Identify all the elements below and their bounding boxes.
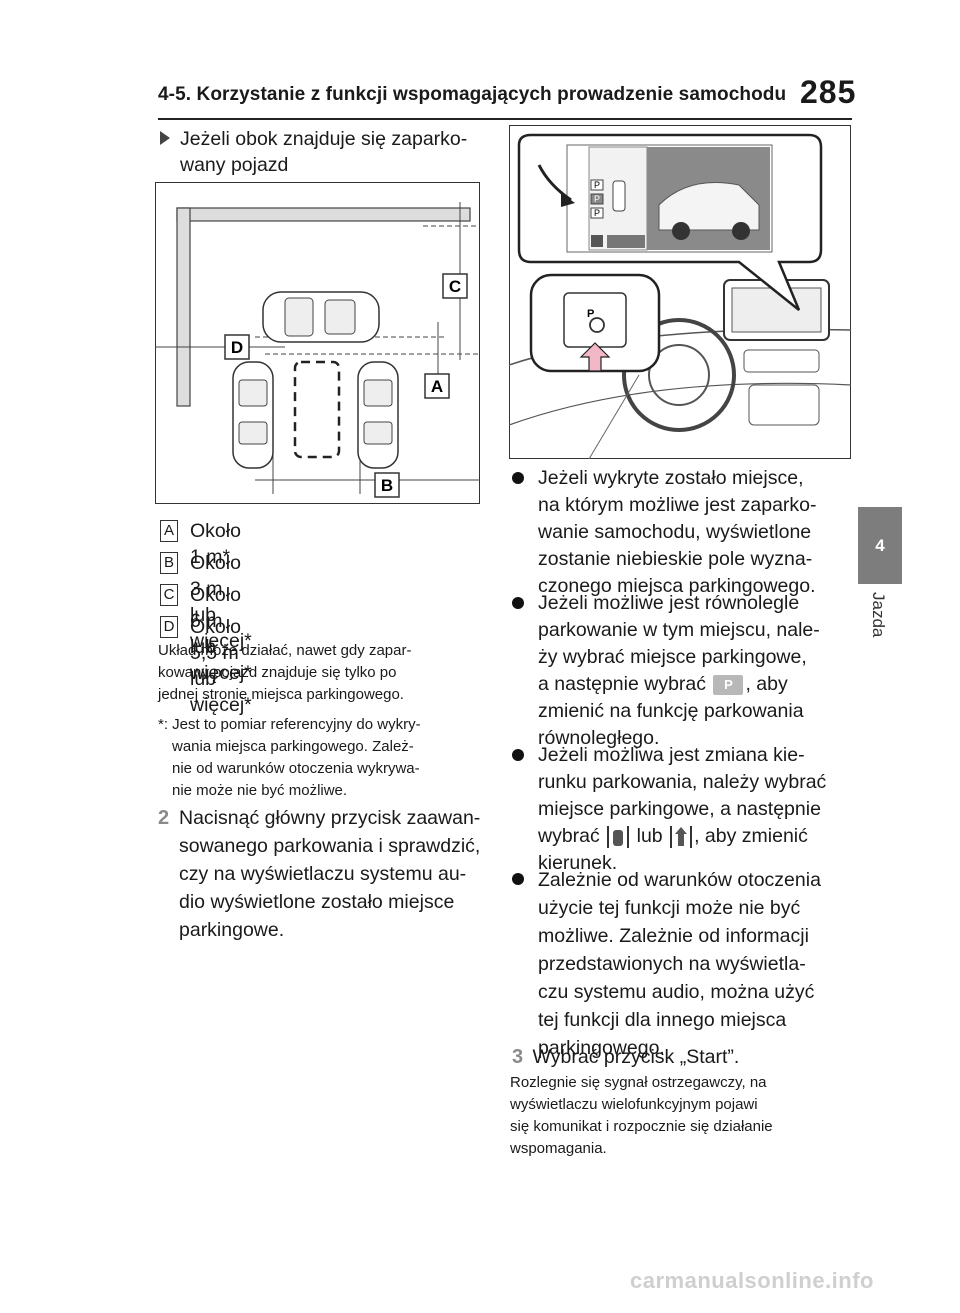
footnote: *: Jest to pomiar referencyjny do wykry-… [158, 716, 421, 799]
step-number: 3 [512, 1046, 524, 1068]
note-paragraph: Układ może działać, nawet gdy zapar- kow… [158, 642, 412, 703]
legend-key-b: B [160, 552, 178, 574]
header-rule [158, 118, 852, 120]
park-assist-button-label: P [587, 308, 594, 320]
bullet-dot-icon [512, 472, 524, 484]
watermark: carmanualsonline.info [630, 1268, 874, 1293]
parallel-parking-icon: P [713, 674, 744, 695]
final-note: Rozlegnie się sygnał ostrzegawczy, na wy… [510, 1074, 773, 1157]
parking-diagram: C A D B [155, 182, 480, 504]
bullet-3: Jeżeli możliwa jest zmiana kie- runku pa… [512, 742, 826, 877]
forward-parking-icon [607, 825, 630, 848]
page-number: 285 [800, 74, 857, 110]
step-3: 3 Wybrać przycisk „Start”. [512, 1046, 740, 1068]
parked-car-right [357, 361, 399, 469]
chapter-title: 4-5. Korzystanie z funkcji wspomagającyc… [158, 84, 787, 105]
legend-key-c: C [160, 584, 178, 606]
bullet-dot-icon [512, 749, 524, 761]
diagram-label-d: D [231, 338, 243, 357]
chapter-tab[interactable]: 4 [858, 507, 902, 584]
bullet-dot-icon [512, 873, 524, 885]
car-top-illustration [262, 291, 380, 343]
diagram-label-c: C [449, 277, 461, 296]
step-2: 2 Nacisnąć główny przycisk zaawan- sowan… [158, 804, 480, 944]
steering-wheel-icon [589, 317, 605, 333]
diagram-label-a: A [431, 377, 443, 396]
screen-p-1: P [594, 180, 600, 190]
step-number: 2 [158, 807, 170, 829]
screen-p-2: P [594, 194, 600, 204]
diagram-label-b: B [381, 476, 393, 495]
reverse-parking-icon [670, 825, 693, 848]
parking-space [293, 360, 341, 459]
legend-key-a: A [160, 520, 178, 542]
chapter-tab-label: Jazda [869, 592, 888, 638]
bullet-1: Jeżeli wykryte zostało miejsce, na który… [512, 465, 817, 600]
bullet-4: Zależnie od warunków otoczenia użycie te… [512, 866, 821, 1062]
screen-p-3: P [594, 208, 600, 218]
triangle-bullet-icon [160, 131, 170, 145]
bullet-2: Jeżeli możliwe jest równolegle parkowani… [512, 590, 820, 752]
press-arrow-icon [579, 342, 611, 372]
legend-key-d: D [160, 616, 178, 638]
section-heading: Jeżeli obok znajduje się zaparko- wany p… [160, 126, 467, 178]
bullet-dot-icon [512, 597, 524, 609]
parked-car-left [232, 361, 274, 469]
dashboard-illustration: P P P P [509, 125, 851, 459]
